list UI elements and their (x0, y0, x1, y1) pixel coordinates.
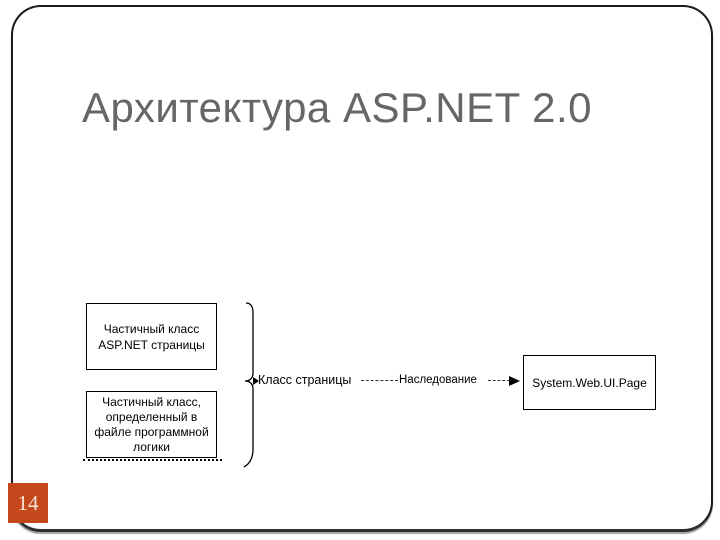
arrow-right-icon (509, 376, 520, 386)
inheritance-label: Наследование (399, 374, 477, 386)
partial-aspx-class-box: Частичный класс ASP.NET страницы (86, 303, 217, 370)
dotted-line (83, 459, 222, 461)
base-class-box: System.Web.UI.Page (523, 355, 656, 410)
grouping-brace-icon (243, 302, 259, 468)
page-number-badge: 14 (8, 483, 48, 523)
slide-title: Архитектура ASP.NET 2.0 (82, 84, 593, 132)
code-behind-class-label: Частичный класс, определенный в файле пр… (94, 394, 209, 454)
inheritance-dashed-line-left (361, 380, 398, 381)
partial-aspx-class-label: Частичный класс ASP.NET страницы (98, 321, 205, 352)
page-class-label: Класс страницы (258, 373, 352, 387)
code-behind-class-box: Частичный класс, определенный в файле пр… (86, 391, 217, 458)
inheritance-dashed-line-right (488, 380, 510, 381)
base-class-label: System.Web.UI.Page (532, 375, 647, 390)
brace-arrow-icon (253, 377, 259, 385)
page-number: 14 (17, 490, 39, 515)
